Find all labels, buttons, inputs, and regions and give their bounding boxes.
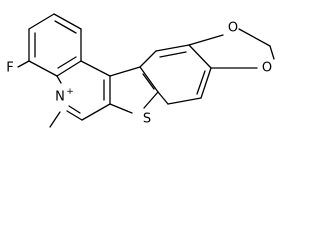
bond-c5-c6-inner xyxy=(57,56,77,69)
bond-oxygen-top-ch2 xyxy=(238,28,271,47)
atom-labels: F N + S O O xyxy=(6,21,272,127)
bond-c7-c10 xyxy=(109,66,141,77)
bond-c5-c6 xyxy=(56,60,82,77)
bond-c13-oxygen-top xyxy=(188,34,224,46)
fluorine-label: F xyxy=(6,61,13,76)
bond-c10-c11 xyxy=(139,66,159,93)
bond-c6-c1 xyxy=(28,60,58,77)
sulfur-label: S xyxy=(143,112,151,127)
bond-c11-sulfur xyxy=(143,91,159,109)
bond-c12-c13 xyxy=(155,44,190,52)
bond-c8-sulfur xyxy=(109,103,133,114)
nitrogen-label: N xyxy=(55,90,65,105)
bond-c13-c14 xyxy=(188,44,212,69)
bond-ch2-oxygen-bottom xyxy=(269,45,275,60)
bond-c3-c4-inner xyxy=(54,20,77,34)
bond-c9-nitrogen-inner xyxy=(68,105,81,114)
bond-c4-c7 xyxy=(80,60,111,77)
bond-c14-c15-inner xyxy=(196,70,206,95)
bond-c12-c13-inner xyxy=(159,51,187,58)
oxygen-bottom-label: O xyxy=(262,61,272,76)
bond-c10-c11-inner xyxy=(142,73,155,90)
oxygen-top-label: O xyxy=(228,21,238,36)
bond-c14-c15 xyxy=(200,67,212,99)
bond-c9-nitrogen xyxy=(66,110,83,121)
chemical-structure-diagram: F N + S O O xyxy=(6,13,275,128)
bond-c1-fluorine xyxy=(17,60,30,68)
bond-c2-c3 xyxy=(28,13,55,30)
nitrogen-charge-label: + xyxy=(66,87,74,97)
bond-c15-c16 xyxy=(167,97,202,105)
bond-c16-c11 xyxy=(157,91,169,105)
bond-c10-c12 xyxy=(139,50,157,68)
bond-nitrogen-methyl xyxy=(49,111,61,128)
bond-layer xyxy=(17,13,275,128)
bond-c6-nitrogen xyxy=(56,75,62,84)
bond-c8-c9 xyxy=(81,103,111,121)
bond-c3-c4 xyxy=(53,13,82,30)
